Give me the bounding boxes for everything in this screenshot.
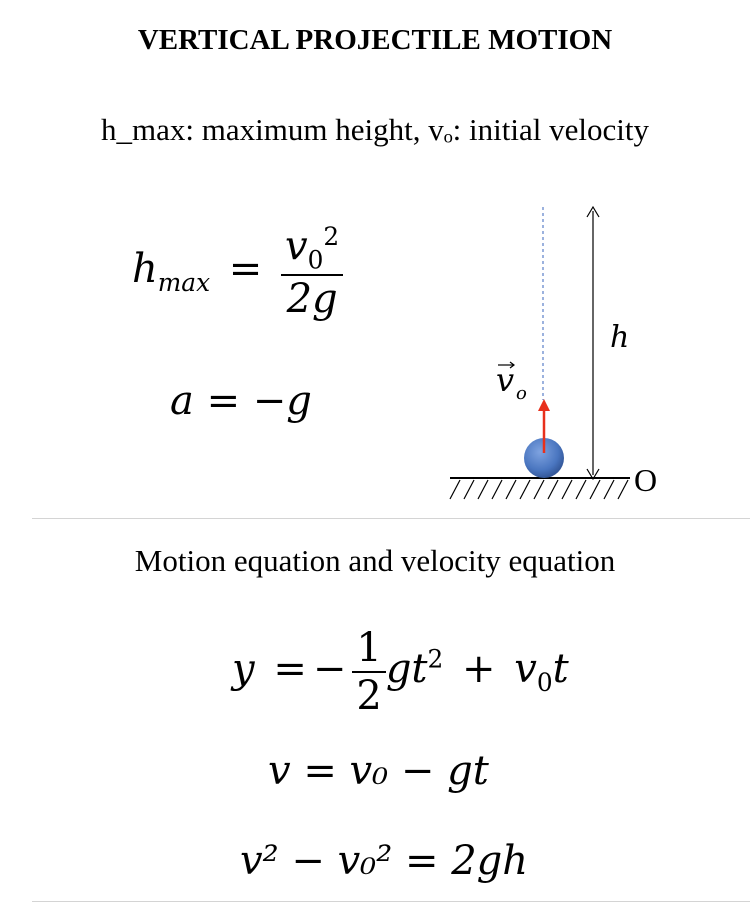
hmax-fraction: v02 2g <box>281 222 344 323</box>
height-arrow-top-head <box>586 205 600 218</box>
velocity-equation: v = v₀ − gt <box>268 748 489 794</box>
section-divider <box>32 518 750 519</box>
hmax-formula: hmax = v02 2g <box>132 222 344 323</box>
section-heading: Motion equation and velocity equation <box>134 543 616 578</box>
hmax-lhs: hmax <box>132 246 211 298</box>
motion-equation: y =− 1 2 gt2 + v0t <box>232 625 569 719</box>
half-fraction: 1 2 <box>352 625 386 719</box>
velocity-subscript: o <box>516 383 527 404</box>
velocity-displacement-equation: v² − v₀² = 2gh <box>240 838 529 884</box>
height-label: h <box>610 320 629 355</box>
ground-hatching <box>449 479 629 500</box>
page-subtitle: h_max: maximum height, vₒ: initial veloc… <box>101 112 649 147</box>
ball <box>524 438 564 478</box>
bottom-divider <box>32 901 750 902</box>
fraction-bar <box>281 274 344 277</box>
projectile-diagram: v o h O <box>449 205 657 500</box>
origin-label: O <box>634 462 657 498</box>
page-title: VERTICAL PROJECTILE MOTION <box>137 24 613 56</box>
equals-sign: = <box>228 246 263 293</box>
velocity-arrow-head <box>538 399 550 411</box>
hmax-numerator: v02 <box>285 222 340 275</box>
hmax-denominator: 2g <box>286 276 338 323</box>
acceleration-formula: a = −g <box>170 378 312 424</box>
velocity-label: v <box>496 361 514 399</box>
